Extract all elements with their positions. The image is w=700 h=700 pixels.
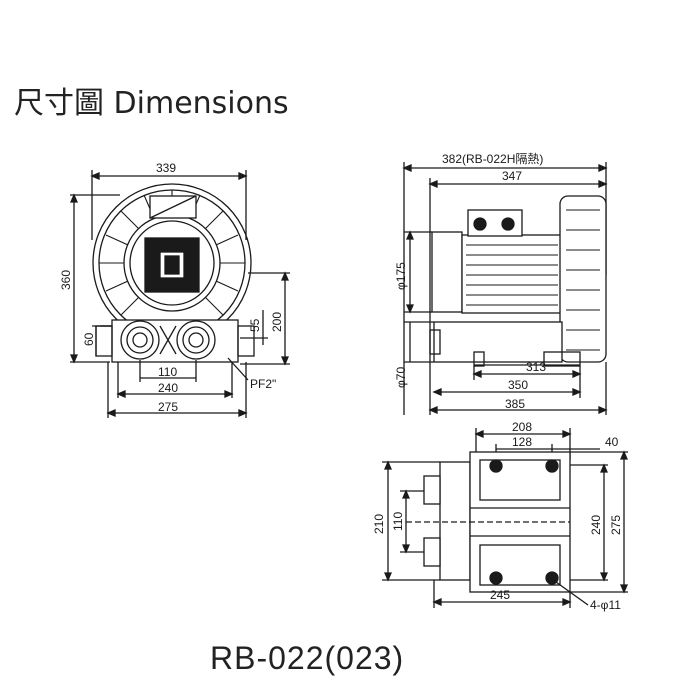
dim-275: 275: [158, 400, 178, 414]
dim-240: 240: [158, 381, 178, 395]
model-number: RB-022(023): [210, 640, 405, 676]
side-view-labels: 382(RB-022H隔熱) 347 φ175 φ70 313 350 385: [394, 152, 546, 411]
dim-phi175: φ175: [394, 262, 408, 290]
dim-60: 60: [82, 332, 96, 346]
holes-label: 4-φ11: [590, 598, 621, 612]
dim-phi70: φ70: [394, 367, 408, 388]
front-view-labels: 339 360 60 200 55 110 240 275 PF2": [59, 161, 284, 414]
dim-360: 360: [59, 270, 73, 290]
dim-245: 245: [490, 588, 510, 602]
dim-313: 313: [526, 360, 546, 374]
dim-110: 110: [158, 365, 177, 379]
port-label: PF2": [250, 377, 276, 391]
dim-40: 40: [605, 435, 619, 449]
dim-110: 110: [391, 512, 405, 531]
dim-208: 208: [512, 420, 532, 434]
front-view: [70, 170, 290, 418]
page-title: 尺寸圖 Dimensions: [14, 86, 289, 121]
dim-385: 385: [505, 397, 525, 411]
dim-240: 240: [589, 515, 603, 535]
dim-339: 339: [156, 161, 176, 175]
dim-347: 347: [502, 169, 522, 183]
top-view: [382, 428, 628, 608]
dim-128: 128: [512, 435, 532, 449]
top-view-labels: 208 128 40 210 110 240 275 245 4-φ11: [372, 420, 623, 612]
dim-350: 350: [508, 378, 528, 392]
side-view: [402, 162, 608, 415]
dim-210: 210: [372, 514, 386, 534]
dim-200: 200: [270, 312, 284, 332]
dim-55: 55: [248, 318, 262, 332]
dim-275: 275: [609, 515, 623, 535]
dim-382: 382(RB-022H隔熱): [442, 152, 543, 166]
